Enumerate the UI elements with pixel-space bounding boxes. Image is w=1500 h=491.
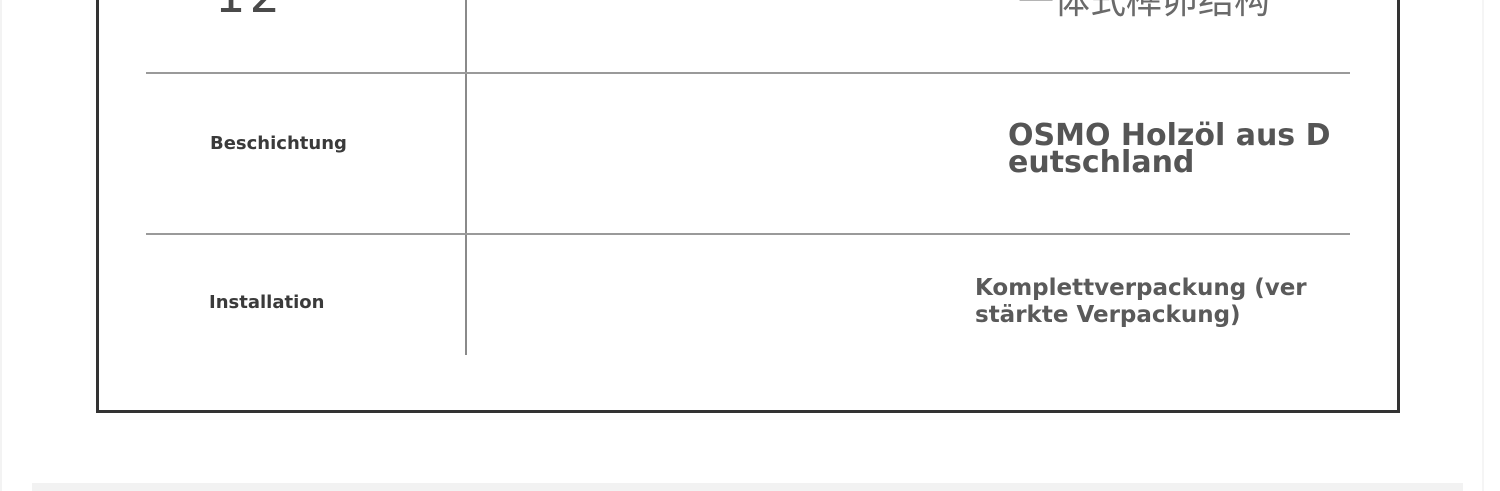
page-edge-left [0, 0, 2, 491]
footer-band [32, 483, 1463, 491]
previous-row-description: 一体式榫卯结构 [1018, 0, 1271, 22]
spec-table-card [96, 0, 1400, 413]
previous-row-value: 12 [215, 0, 284, 20]
spec-value-installation: Komplettverpackung (verstärkte Verpackun… [975, 275, 1307, 328]
spec-label-coating: Beschichtung [210, 133, 347, 154]
spec-value-coating: OSMO Holzöl aus Deutschland [1008, 118, 1331, 180]
spec-label-installation: Installation [209, 292, 325, 313]
row-separator [146, 233, 1350, 235]
row-separator [146, 72, 1350, 74]
page-edge-right [1482, 0, 1484, 491]
column-divider [465, 0, 467, 355]
